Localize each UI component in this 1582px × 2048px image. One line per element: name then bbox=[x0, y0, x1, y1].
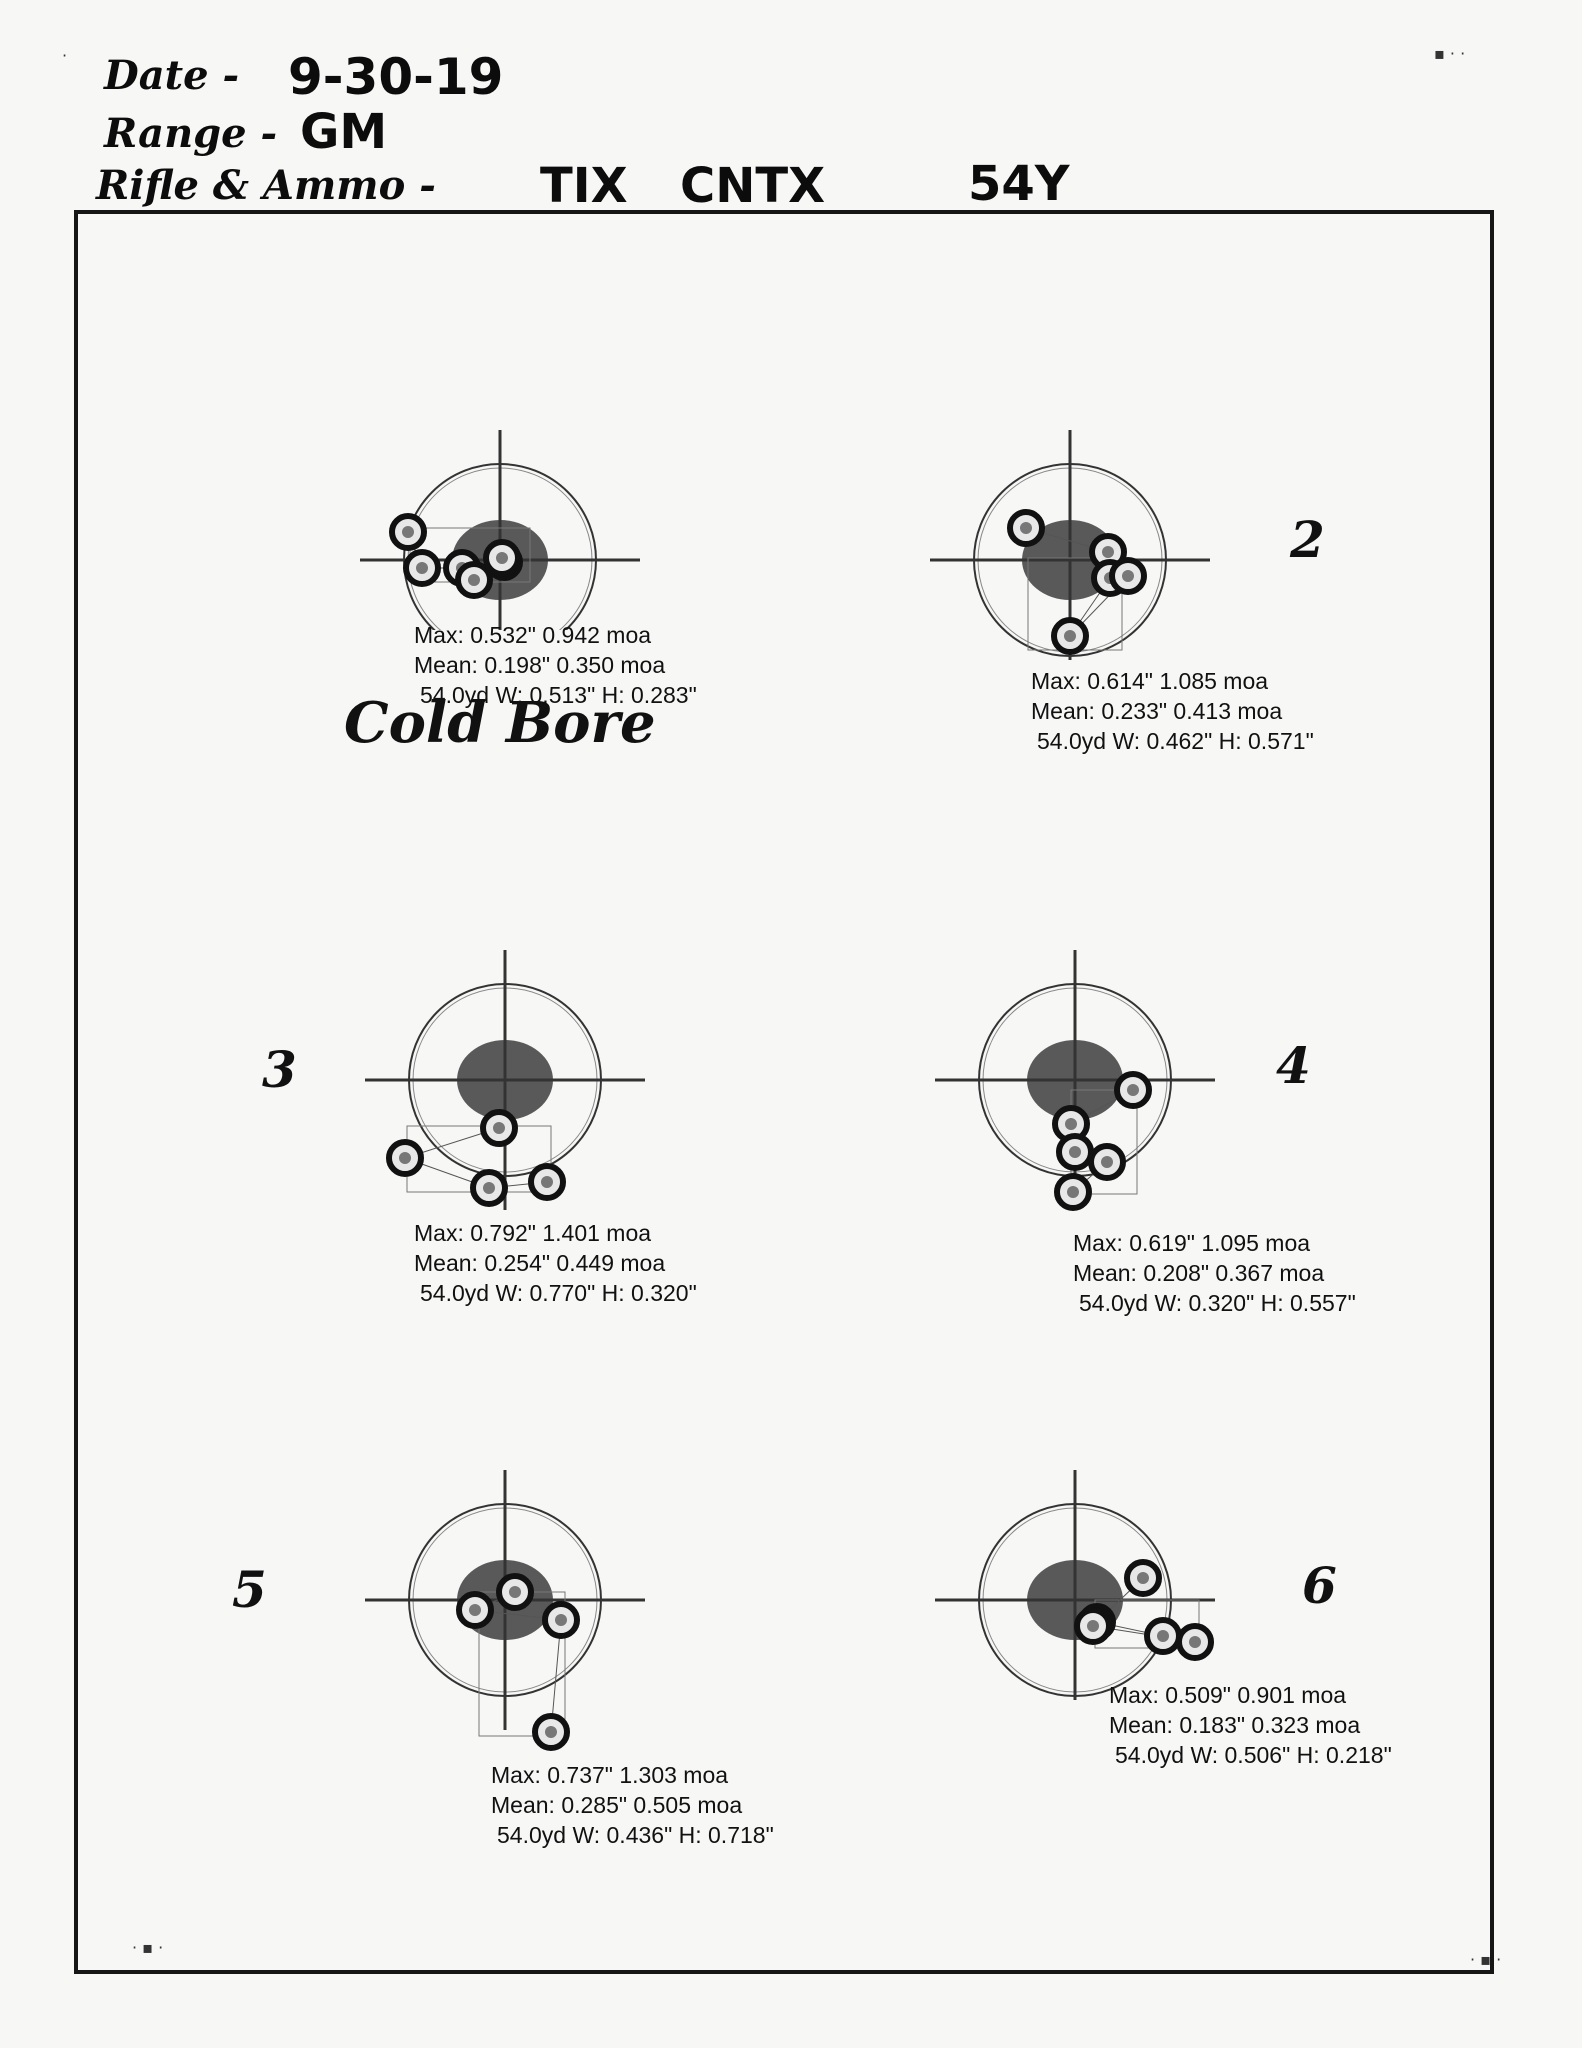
group-3-number: 3 bbox=[262, 1040, 297, 1099]
date-value: 9-30-19 bbox=[288, 48, 504, 106]
bullet-hole-center bbox=[416, 562, 428, 574]
range-label: Range - bbox=[104, 110, 278, 157]
bullet-hole-center bbox=[509, 1586, 521, 1598]
bullet-hole-center bbox=[1020, 522, 1032, 534]
group-5-stats: Max: 0.737" 1.303 moa Mean: 0.285" 0.505… bbox=[491, 1760, 774, 1850]
group-1-stats: Max: 0.532" 0.942 moa Mean: 0.198" 0.350… bbox=[414, 620, 697, 710]
rifle-value: TIX bbox=[540, 158, 628, 214]
group-4-range-size: 54.0yd W: 0.320" H: 0.557" bbox=[1079, 1290, 1356, 1316]
date-label: Date - bbox=[104, 52, 240, 99]
group-2-stats: Max: 0.614" 1.085 moa Mean: 0.233" 0.413… bbox=[1031, 666, 1314, 756]
group-1-range-size: 54.0yd W: 0.513" H: 0.283" bbox=[420, 682, 697, 708]
bullet-hole-center bbox=[493, 1122, 505, 1134]
target-2 bbox=[930, 430, 1210, 660]
group-6-mean: Mean: 0.183" 0.323 moa bbox=[1109, 1712, 1361, 1738]
bullet-hole-center bbox=[402, 526, 414, 538]
bullet-hole-center bbox=[541, 1176, 553, 1188]
group-3-mean: Mean: 0.254" 0.449 moa bbox=[414, 1250, 666, 1276]
cold-bore-note: Cold Bore bbox=[344, 690, 656, 756]
target-3 bbox=[365, 950, 645, 1210]
group-1-max: Max: 0.532" 0.942 moa bbox=[414, 622, 652, 648]
scan-speck: · ▪ · bbox=[1470, 1950, 1502, 1969]
bullet-hole-center bbox=[1087, 1620, 1099, 1632]
rifle-ammo-label: Rifle & Ammo - bbox=[96, 162, 436, 209]
bullet-hole-center bbox=[555, 1614, 567, 1626]
bullet-hole-center bbox=[1069, 1146, 1081, 1158]
group-3-range-size: 54.0yd W: 0.770" H: 0.320" bbox=[420, 1280, 697, 1306]
bullet-hole-center bbox=[1067, 1186, 1079, 1198]
group-6-range-size: 54.0yd W: 0.506" H: 0.218" bbox=[1115, 1742, 1392, 1768]
scan-speck: ▪ · · bbox=[1434, 44, 1466, 63]
group-4-max: Max: 0.619" 1.095 moa bbox=[1073, 1230, 1311, 1256]
bullet-hole-center bbox=[1127, 1084, 1139, 1096]
bullet-hole-center bbox=[399, 1152, 411, 1164]
bullet-hole-center bbox=[1122, 570, 1134, 582]
scan-speck: · ▪ · bbox=[132, 1938, 164, 1957]
bullet-hole-center bbox=[1064, 630, 1076, 642]
group-6-stats: Max: 0.509" 0.901 moa Mean: 0.183" 0.323… bbox=[1109, 1680, 1392, 1770]
ammo-value: CNTX bbox=[680, 158, 826, 214]
group-2-mean: Mean: 0.233" 0.413 moa bbox=[1031, 698, 1283, 724]
bullet-hole-center bbox=[1157, 1630, 1169, 1642]
target-frame bbox=[74, 210, 1494, 1974]
bullet-hole-center bbox=[468, 574, 480, 586]
target-6 bbox=[935, 1470, 1215, 1700]
group-5-number: 5 bbox=[232, 1560, 267, 1619]
group-5-range-size: 54.0yd W: 0.436" H: 0.718" bbox=[497, 1822, 774, 1848]
bullet-hole-center bbox=[1065, 1118, 1077, 1130]
group-2-max: Max: 0.614" 1.085 moa bbox=[1031, 668, 1269, 694]
group-5-mean: Mean: 0.285" 0.505 moa bbox=[491, 1792, 743, 1818]
bullet-hole-center bbox=[1101, 1156, 1113, 1168]
bullet-value: 54Y bbox=[968, 156, 1070, 212]
scan-speck: · bbox=[62, 46, 68, 65]
bullet-hole-center bbox=[483, 1182, 495, 1194]
group-3-max: Max: 0.792" 1.401 moa bbox=[414, 1220, 652, 1246]
target-4 bbox=[935, 950, 1215, 1211]
target-5 bbox=[365, 1470, 645, 1751]
group-4-number: 4 bbox=[1276, 1036, 1311, 1095]
group-4-mean: Mean: 0.208" 0.367 moa bbox=[1073, 1260, 1325, 1286]
group-4-stats: Max: 0.619" 1.095 moa Mean: 0.208" 0.367… bbox=[1073, 1228, 1356, 1318]
group-6-max: Max: 0.509" 0.901 moa bbox=[1109, 1682, 1347, 1708]
group-1-mean: Mean: 0.198" 0.350 moa bbox=[414, 652, 666, 678]
group-6-number: 6 bbox=[1302, 1556, 1337, 1615]
bullet-hole-center bbox=[545, 1726, 557, 1738]
bullet-hole-center bbox=[1189, 1636, 1201, 1648]
bullet-hole-center bbox=[1137, 1572, 1149, 1584]
bullet-hole-center bbox=[496, 552, 508, 564]
bullet-hole-center bbox=[1102, 546, 1114, 558]
group-2-number: 2 bbox=[1290, 510, 1325, 569]
group-2-range-size: 54.0yd W: 0.462" H: 0.571" bbox=[1037, 728, 1314, 754]
group-5-max: Max: 0.737" 1.303 moa bbox=[491, 1762, 729, 1788]
bullet-hole-center bbox=[469, 1604, 481, 1616]
range-value: GM bbox=[300, 104, 388, 160]
target-1 bbox=[360, 430, 640, 630]
group-3-stats: Max: 0.792" 1.401 moa Mean: 0.254" 0.449… bbox=[414, 1218, 697, 1308]
